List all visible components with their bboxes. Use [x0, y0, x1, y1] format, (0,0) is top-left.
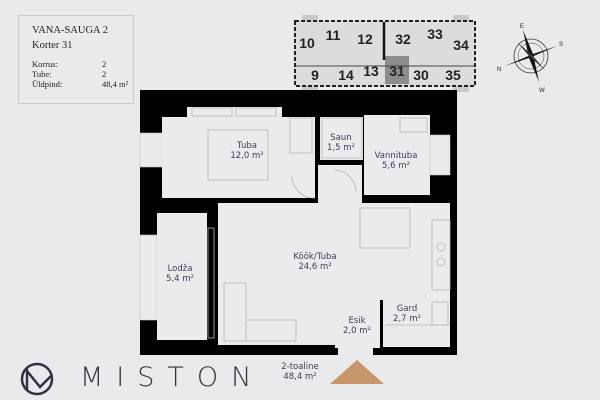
- dining-table: [359, 207, 411, 249]
- info-value: 2: [102, 59, 107, 69]
- room-name: Köök/Tuba: [293, 252, 337, 262]
- room-bedroom[interactable]: [162, 117, 315, 198]
- miston-logo-icon: [20, 362, 54, 396]
- unit-label[interactable]: 31: [389, 63, 405, 79]
- apartment-info-box: VANA-SAUGA 2 Korter 31 Korrus: 2 Tube: 2 Ü…: [18, 15, 134, 104]
- room-loggia[interactable]: [157, 213, 207, 340]
- building-name: VANA-SAUGA 2: [32, 25, 108, 36]
- window: [139, 234, 158, 321]
- unit-label[interactable]: 12: [357, 31, 373, 47]
- room-area: 1,5 m²: [327, 143, 355, 153]
- unit-label[interactable]: 11: [326, 27, 341, 43]
- info-row-rooms: Tube: 2: [32, 69, 132, 79]
- total-area: 48,4 m²: [283, 372, 317, 382]
- bathtub: [399, 117, 428, 133]
- kitchen-counter: [431, 219, 451, 291]
- unit-label[interactable]: 13: [363, 63, 379, 79]
- compass-icon: E S N W: [497, 24, 563, 94]
- bed: [207, 129, 269, 181]
- apartment-type: 2-toaline: [281, 362, 319, 372]
- brand-name: MISTON: [80, 362, 265, 393]
- room-name: Saun: [330, 133, 352, 143]
- unit-31-highlight[interactable]: [385, 56, 409, 84]
- unit-label[interactable]: 35: [445, 67, 461, 83]
- compass-e: E: [520, 24, 524, 30]
- room-hall[interactable]: [335, 295, 380, 348]
- info-label: Üldpind:: [32, 79, 63, 89]
- room-sauna[interactable]: [320, 117, 363, 160]
- room-name: Esik: [348, 316, 366, 326]
- room-name: Vannituba: [374, 151, 418, 161]
- room-name: Tuba: [237, 141, 257, 151]
- info-label: Tube:: [32, 69, 52, 79]
- unit-label[interactable]: 10: [299, 35, 315, 51]
- unit-label[interactable]: 34: [453, 37, 469, 53]
- info-value: 2: [102, 69, 107, 79]
- room-area: 2,7 m²: [393, 314, 421, 324]
- compass-w: W: [539, 88, 545, 94]
- compass-s: S: [559, 42, 563, 48]
- unit-label[interactable]: 9: [311, 67, 319, 83]
- room-wardrobe[interactable]: [383, 300, 450, 347]
- apartment-number: Korter 31: [32, 40, 73, 51]
- info-label: Korrus:: [32, 59, 58, 69]
- entrance-marker-icon: [330, 360, 384, 384]
- window: [139, 132, 163, 168]
- unit-label[interactable]: 32: [395, 31, 411, 47]
- unit-label[interactable]: 14: [338, 67, 354, 83]
- bathroom-closet: [429, 134, 451, 176]
- room-area: 24,6 m²: [298, 262, 332, 272]
- room-area: 12,0 m²: [230, 151, 264, 161]
- info-value: 48,4 m²: [102, 79, 129, 89]
- room-area: 5,6 m²: [382, 161, 410, 171]
- info-row-floor: Korrus: 2: [32, 59, 132, 69]
- room-area: 2,0 m²: [343, 326, 371, 336]
- unit-label[interactable]: 30: [413, 67, 429, 83]
- room-area: 5,4 m²: [166, 274, 194, 284]
- room-kitchen-living[interactable]: [218, 203, 450, 300]
- info-row-area: Üldpind: 48,4 m²: [32, 79, 132, 89]
- room-bathroom[interactable]: [364, 115, 430, 195]
- sofa: [223, 282, 247, 342]
- room-name: Lodža: [167, 264, 193, 274]
- room-name: Gard: [396, 304, 418, 314]
- unit-label[interactable]: 33: [427, 26, 443, 42]
- wardrobe-shelves: [289, 117, 313, 154]
- entrance-door[interactable]: [338, 345, 373, 355]
- compass-n: N: [497, 67, 501, 73]
